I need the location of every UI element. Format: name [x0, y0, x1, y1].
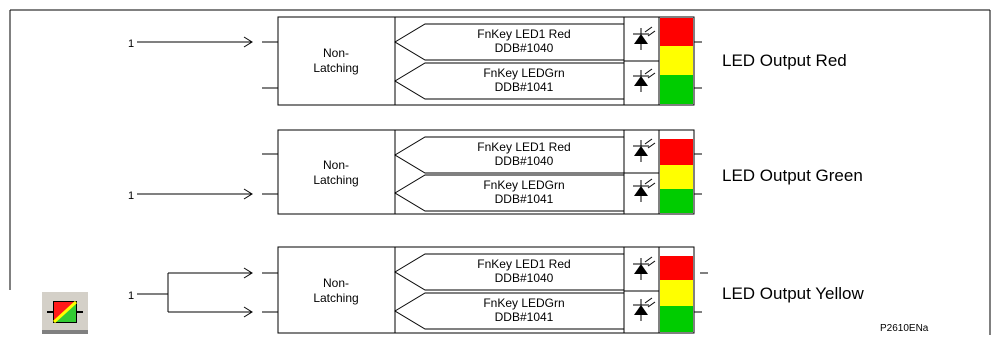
signal-name: FnKey LEDGrn	[483, 178, 564, 192]
output-label: LED Output Yellow	[722, 284, 864, 303]
output-label: LED Output Red	[722, 51, 847, 70]
led-diode-icon	[633, 26, 656, 50]
led-red-swatch	[660, 139, 693, 165]
input-label: 1	[128, 190, 134, 202]
led-diode-icon	[633, 68, 656, 92]
signal-ddb: DDB#1040	[495, 271, 554, 285]
mode-label-line2: Latching	[313, 61, 358, 75]
input-arrowhead	[243, 188, 253, 200]
input-label: 1	[128, 38, 134, 50]
led-diode-icon	[633, 178, 656, 202]
led-diode-icon	[633, 138, 656, 162]
led-diode-icon	[633, 297, 656, 321]
led-red-swatch	[660, 256, 693, 280]
signal-ddb: DDB#1041	[495, 310, 554, 324]
signal-ddb: DDB#1041	[495, 192, 554, 206]
led-green-swatch	[660, 189, 693, 213]
led-yellow-swatch	[660, 165, 693, 189]
led-green-swatch	[660, 75, 693, 104]
row-yellow: 1 Non- Latching FnKey LED1 Red DDB#1040 …	[128, 246, 864, 334]
led-yellow-swatch	[660, 280, 693, 306]
signal-name: FnKey LEDGrn	[483, 66, 564, 80]
input-arrowhead	[243, 306, 253, 318]
input-arrowhead	[243, 267, 253, 279]
tri-colour-led-icon	[42, 292, 88, 334]
mode-label-line1: Non-	[323, 158, 349, 172]
led-green-swatch	[660, 306, 693, 332]
input-arrowhead	[243, 36, 253, 48]
signal-name: FnKey LED1 Red	[477, 140, 570, 154]
led-yellow-swatch	[660, 46, 693, 75]
mode-label-line1: Non-	[323, 46, 349, 60]
figure-reference: P2610ENa	[880, 323, 929, 334]
signal-ddb: DDB#1040	[495, 154, 554, 168]
led-diode-icon	[633, 256, 656, 280]
signal-ddb: DDB#1041	[495, 80, 554, 94]
led-red-swatch	[660, 18, 693, 46]
output-label: LED Output Green	[722, 166, 863, 185]
signal-ddb: DDB#1040	[495, 41, 554, 55]
signal-name: FnKey LED1 Red	[477, 27, 570, 41]
input-label: 1	[128, 290, 134, 302]
row-green: 1 Non- Latching FnKey LED1 Red DDB#1040 …	[128, 129, 863, 215]
signal-name: FnKey LED1 Red	[477, 257, 570, 271]
signal-name: FnKey LEDGrn	[483, 296, 564, 310]
mode-label-line2: Latching	[313, 173, 358, 187]
mode-label-line2: Latching	[313, 291, 358, 305]
mode-label-line1: Non-	[323, 276, 349, 290]
row-red: 1 Non- Latching FnKey LED1 Red DDB#1040 …	[128, 16, 847, 106]
